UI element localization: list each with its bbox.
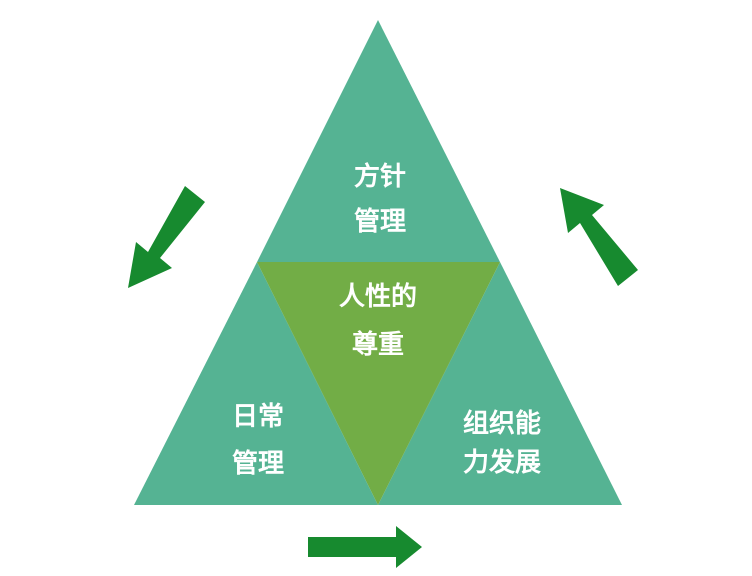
arrow-up-left-icon bbox=[560, 188, 638, 286]
top-triangle bbox=[257, 20, 500, 262]
center-label-line1: 人性的 bbox=[339, 281, 417, 312]
left-label-line1: 日常 bbox=[232, 402, 284, 432]
left-label-line2: 管理 bbox=[232, 449, 284, 479]
top-label-line1: 方针 bbox=[354, 161, 406, 192]
left-triangle bbox=[134, 262, 378, 505]
top-label-line2: 管理 bbox=[354, 207, 406, 237]
right-triangle bbox=[378, 262, 622, 505]
arrow-down-left-icon bbox=[128, 186, 205, 288]
center-triangle bbox=[257, 262, 500, 505]
arrow-right-icon bbox=[308, 526, 422, 568]
right-label-line2: 力发展 bbox=[463, 447, 541, 478]
center-label-line2: 尊重 bbox=[352, 329, 404, 360]
right-label-line1: 组织能 bbox=[463, 408, 541, 439]
